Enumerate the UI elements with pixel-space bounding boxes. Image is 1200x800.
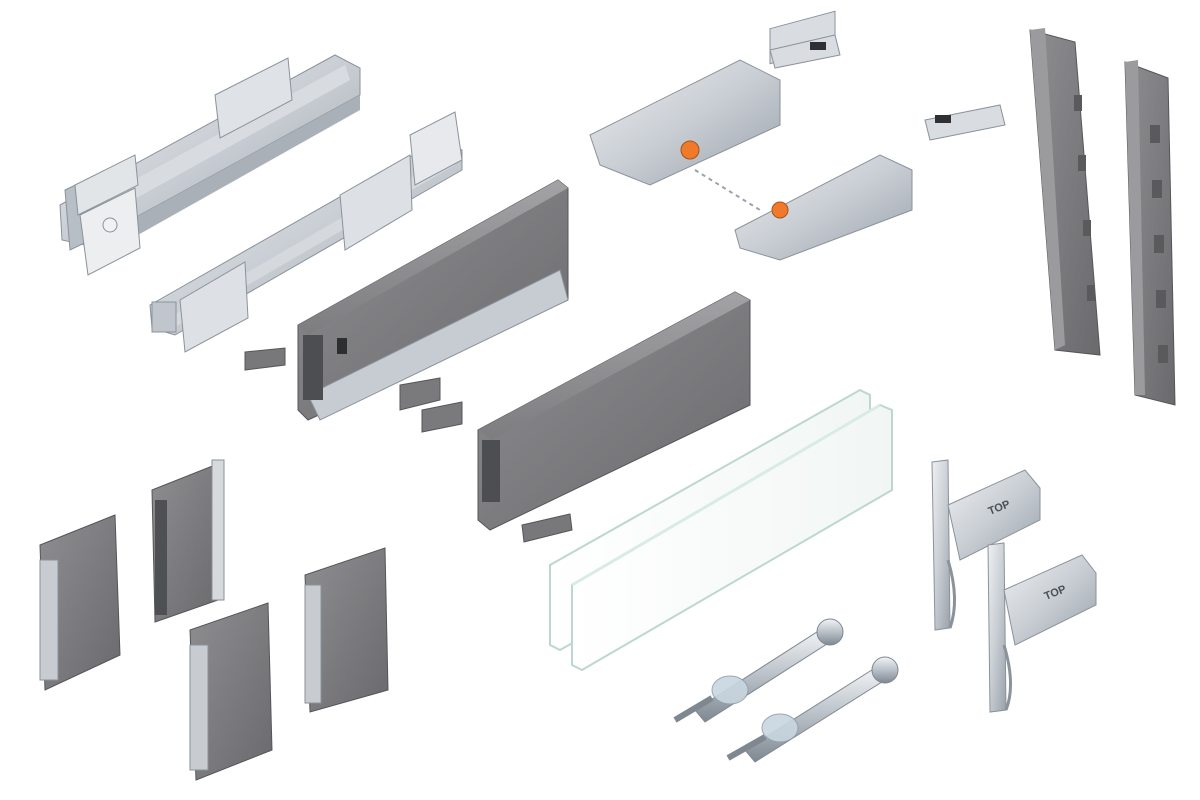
back-rail-left — [1029, 28, 1101, 356]
cover-cap-3 — [189, 602, 273, 781]
railing-screw-2 — [726, 656, 899, 763]
drawer-runner-upper — [59, 54, 361, 276]
cover-cap-2 — [151, 459, 225, 623]
back-rail-right — [1124, 60, 1176, 406]
drawer-side-panel-back — [244, 179, 569, 433]
drawer-side-panel-front — [477, 291, 751, 543]
gallery-bracket-right: TOP — [987, 542, 1097, 713]
gallery-bracket-left: TOP — [931, 459, 1041, 631]
front-fixing-bracket-left — [589, 10, 836, 186]
railing-screw-1 — [673, 618, 844, 723]
cover-cap-1 — [39, 514, 121, 691]
cover-cap-4 — [304, 547, 389, 713]
drawer-runner-lower — [149, 111, 463, 353]
glass-side-panels — [549, 388, 893, 672]
front-fixing-bracket-right — [694, 34, 1006, 261]
